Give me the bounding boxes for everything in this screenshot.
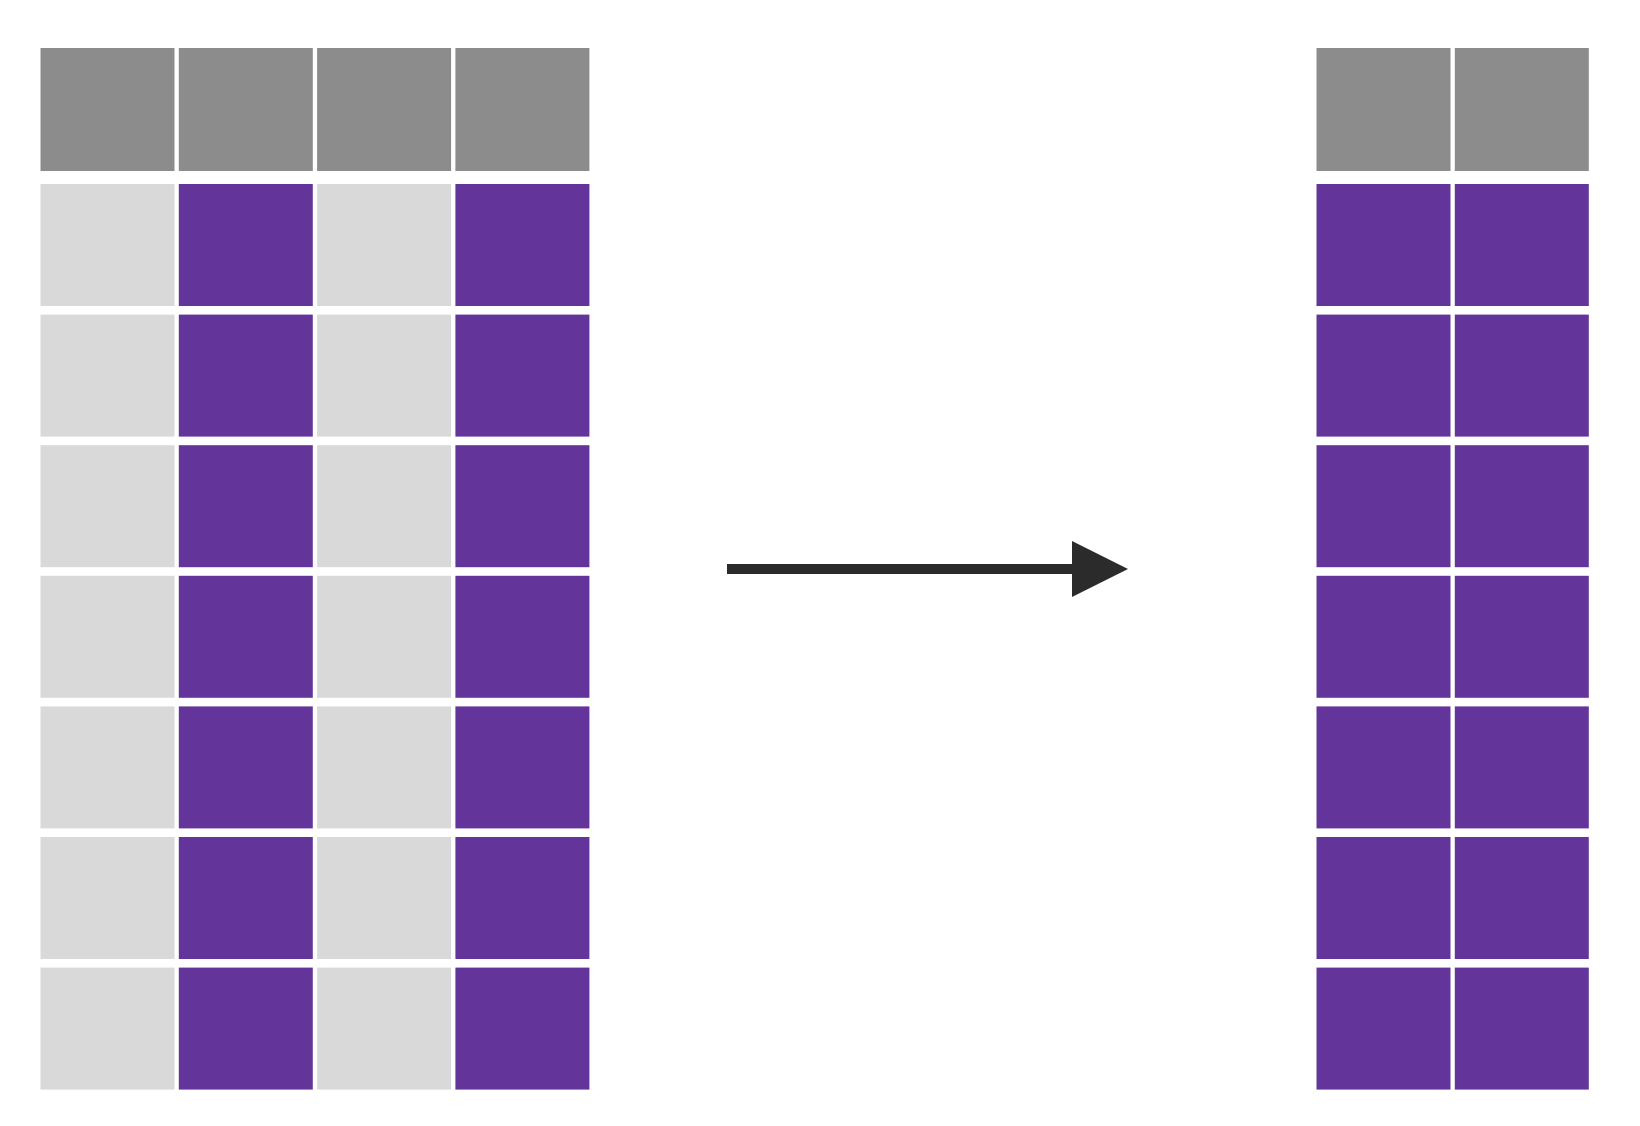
result-cell-selected bbox=[1454, 967, 1589, 1090]
source-cell-selected bbox=[178, 837, 313, 959]
result-cell-selected bbox=[1316, 837, 1451, 959]
source-cell-selected bbox=[455, 967, 590, 1090]
source-cell-selected bbox=[178, 706, 313, 829]
source-header-cell bbox=[178, 48, 313, 171]
result-cell-selected bbox=[1454, 575, 1589, 698]
source-cell-unselected bbox=[40, 184, 175, 306]
result-header-cell bbox=[1316, 48, 1451, 171]
result-cell-selected bbox=[1316, 967, 1451, 1090]
source-cell-unselected bbox=[317, 575, 452, 698]
source-cell-unselected bbox=[40, 314, 175, 437]
source-cell-selected bbox=[455, 706, 590, 829]
source-cell-selected bbox=[455, 575, 590, 698]
transform-arrow bbox=[727, 541, 1128, 597]
source-cell-selected bbox=[455, 837, 590, 959]
source-header-cell bbox=[317, 48, 452, 171]
source-cell-selected bbox=[178, 967, 313, 1090]
result-cell-selected bbox=[1316, 445, 1451, 568]
result-cell-selected bbox=[1454, 314, 1589, 437]
source-cell-unselected bbox=[40, 575, 175, 698]
result-cell-selected bbox=[1316, 184, 1451, 306]
source-cell-unselected bbox=[317, 967, 452, 1090]
result-cell-selected bbox=[1454, 706, 1589, 829]
source-cell-selected bbox=[178, 445, 313, 568]
source-cell-selected bbox=[178, 314, 313, 437]
result-cell-selected bbox=[1316, 575, 1451, 698]
result-cell-selected bbox=[1316, 706, 1451, 829]
arrow-head-icon bbox=[1072, 541, 1128, 597]
result-header-cell bbox=[1454, 48, 1589, 171]
source-cell-selected bbox=[455, 445, 590, 568]
source-cell-unselected bbox=[40, 706, 175, 829]
source-cell-unselected bbox=[317, 706, 452, 829]
result-table bbox=[1316, 48, 1589, 1090]
source-cell-unselected bbox=[317, 445, 452, 568]
source-table bbox=[40, 48, 590, 1090]
source-cell-unselected bbox=[40, 445, 175, 568]
result-cell-selected bbox=[1454, 184, 1589, 306]
source-cell-selected bbox=[178, 184, 313, 306]
source-cell-unselected bbox=[40, 837, 175, 959]
source-header-cell bbox=[455, 48, 590, 171]
result-cell-selected bbox=[1454, 445, 1589, 568]
source-cell-selected bbox=[455, 184, 590, 306]
result-cell-selected bbox=[1316, 314, 1451, 437]
result-cell-selected bbox=[1454, 837, 1589, 959]
source-cell-unselected bbox=[317, 184, 452, 306]
source-header-cell bbox=[40, 48, 175, 171]
source-cell-selected bbox=[455, 314, 590, 437]
source-cell-selected bbox=[178, 575, 313, 698]
source-cell-unselected bbox=[40, 967, 175, 1090]
source-cell-unselected bbox=[317, 837, 452, 959]
source-cell-unselected bbox=[317, 314, 452, 437]
